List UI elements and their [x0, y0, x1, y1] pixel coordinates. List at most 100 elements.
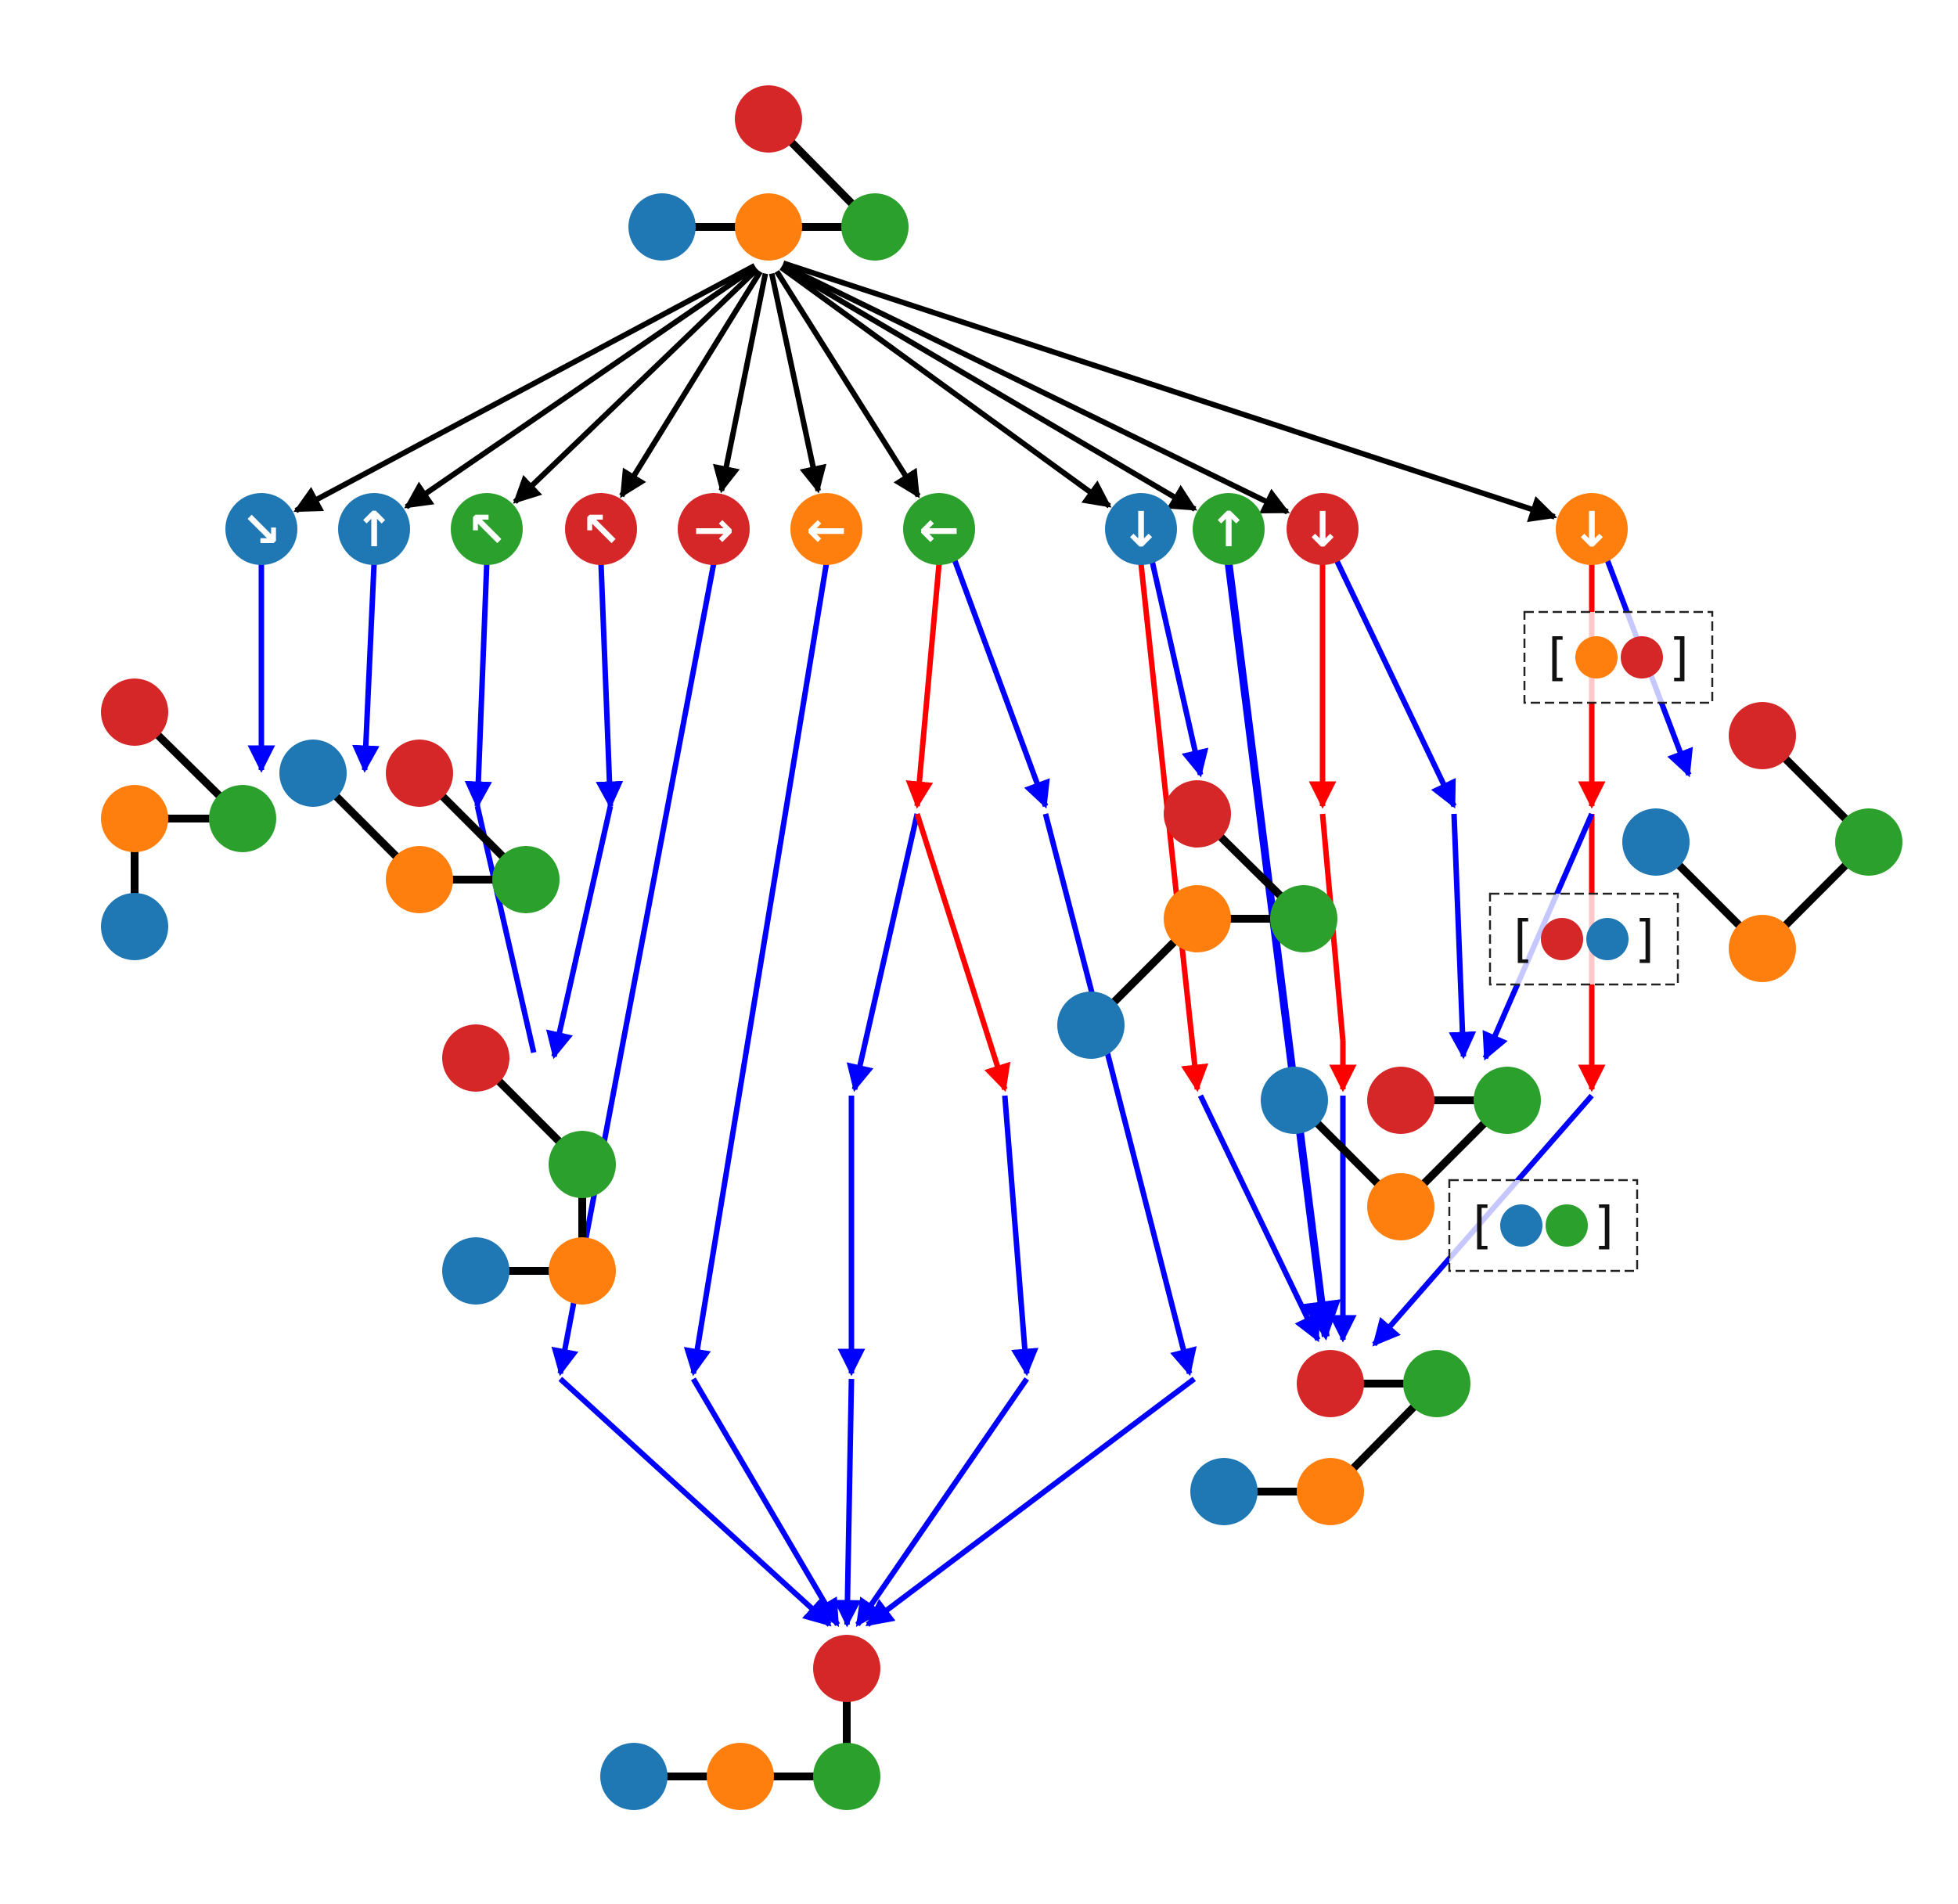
- final-product-orange-atom: [707, 1743, 774, 1810]
- bracket-box-3: [1448, 1179, 1639, 1272]
- move-glyph-6: ←: [806, 501, 847, 558]
- bracket-2-red-atom: [1541, 918, 1583, 960]
- intermediate-b-red-atom: [1164, 780, 1231, 848]
- move-arrow-3: [513, 267, 760, 504]
- path-6-a: [683, 563, 830, 1377]
- product-left-green-atom: [209, 785, 276, 852]
- path-7-e: [1042, 813, 1103, 1026]
- move-arrow-6: [768, 272, 827, 494]
- move-node-8: [1105, 493, 1177, 565]
- product-right-b-orange-atom: [1297, 1458, 1364, 1525]
- intermediate-a-orange-atom: [549, 1237, 616, 1305]
- move-arrow-2: [404, 265, 758, 509]
- intermediate-c-blue-atom: [1261, 1067, 1328, 1134]
- intermediate-a-green-atom: [549, 1131, 616, 1198]
- move-glyph-5: →: [693, 501, 734, 558]
- move-glyph-2: ↑: [354, 501, 394, 558]
- converge-arrow-2: [690, 1377, 840, 1628]
- move-node-1: [225, 493, 297, 565]
- product-right-b-red-atom: [1297, 1350, 1364, 1417]
- move-node-9: [1193, 493, 1265, 565]
- move-arrow-5: [713, 272, 768, 494]
- atoms-layer: ↘ ↑ ↖ ↖ → ← ← ↓ ↑ ↓ ↓: [101, 85, 1902, 1810]
- move-node-11: [1556, 493, 1628, 565]
- bracket-box-2: [1488, 892, 1679, 986]
- intermediate-a-blue-atom: [442, 1237, 509, 1305]
- product-mid-left-blue-atom: [279, 740, 347, 807]
- move-node-3: [451, 493, 523, 565]
- bracket-2-blue-atom: [1586, 918, 1629, 960]
- intermediate-b-orange-atom: [1164, 885, 1231, 952]
- edges-layer: [247, 260, 1693, 1628]
- move-glyph-11: ↓: [1571, 501, 1612, 558]
- path-9-a: [1002, 1095, 1038, 1377]
- move-glyph-8: ↓: [1121, 501, 1161, 558]
- intermediate-c-orange-atom: [1367, 1173, 1434, 1240]
- product-far-right-red-atom: [1729, 702, 1796, 769]
- move-glyph-1: ↘: [241, 501, 282, 558]
- path-12-f: [1449, 813, 1477, 1060]
- final-product-blue-atom: [600, 1743, 668, 1810]
- product-left-blue-atom: [101, 893, 168, 960]
- product-far-right-blue-atom: [1622, 808, 1690, 876]
- intermediate-c-red-atom: [1367, 1067, 1434, 1134]
- bracket-box-1: [1523, 610, 1714, 704]
- final-product-red-atom: [813, 1635, 880, 1702]
- converge-arrow-4: [855, 1377, 1029, 1627]
- product-mid-left-green-atom: [492, 846, 560, 913]
- move-glyph-3: ↖: [466, 501, 507, 558]
- intermediate-a-red-atom: [442, 1024, 509, 1092]
- path-7-c: [914, 812, 1011, 1092]
- move-glyph-4: ↖: [581, 501, 621, 558]
- product-left-red-atom: [101, 678, 168, 746]
- bracket-open-1: [: [1548, 629, 1567, 687]
- path-11-a: [1225, 563, 1341, 1341]
- product-right-b-green-atom: [1403, 1350, 1470, 1417]
- move-arrow-10: [781, 262, 1290, 515]
- final-product-green-atom: [813, 1743, 880, 1810]
- move-arrow-7: [774, 270, 921, 498]
- move-arrow-11: [782, 260, 1557, 523]
- bracket-3-green-atom: [1546, 1204, 1588, 1247]
- move-arrow-8: [779, 265, 1112, 509]
- bracket-boxes-layer: [][][]: [1448, 610, 1714, 1272]
- bracket-close-1: ]: [1669, 629, 1689, 687]
- root-molecule-orange-atom: [735, 193, 802, 261]
- bracket-open-3: [: [1473, 1197, 1492, 1255]
- move-glyph-9: ↑: [1208, 501, 1249, 558]
- product-right-b-blue-atom: [1190, 1458, 1258, 1525]
- root-molecule-green-atom: [841, 193, 909, 261]
- move-node-5: [678, 493, 750, 565]
- path-2-a: [351, 563, 380, 773]
- path-10-b: [1149, 560, 1209, 778]
- move-node-4: [565, 493, 637, 565]
- move-node-6: [790, 493, 862, 565]
- product-far-right-orange-atom: [1729, 915, 1796, 982]
- root-molecule-red-atom: [735, 85, 802, 153]
- product-far-right-green-atom: [1835, 808, 1902, 876]
- bracket-open-2: [: [1513, 911, 1533, 969]
- move-glyph-7: ←: [919, 501, 959, 558]
- product-mid-left-red-atom: [386, 740, 453, 807]
- path-3-a: [464, 563, 492, 809]
- move-arrow-9: [780, 264, 1197, 512]
- bracket-3-blue-atom: [1500, 1204, 1542, 1247]
- intermediate-b-blue-atom: [1057, 992, 1125, 1059]
- path-7-d: [952, 559, 1050, 809]
- intermediate-c-green-atom: [1474, 1067, 1541, 1134]
- path-7-f: [1097, 1024, 1197, 1377]
- bracket-close-3: ]: [1594, 1197, 1614, 1255]
- path-12-e: [1334, 559, 1457, 809]
- move-arrow-4: [619, 270, 763, 498]
- path-10-c: [1197, 1094, 1321, 1343]
- product-left-orange-atom: [101, 785, 168, 852]
- intermediate-b-green-atom: [1270, 885, 1337, 952]
- path-4-b: [545, 805, 614, 1060]
- move-node-10: [1287, 493, 1359, 565]
- converge-arrow-1: [558, 1377, 832, 1627]
- path-3-b: [474, 805, 537, 1053]
- move-node-2: [338, 493, 410, 565]
- move-glyph-10: ↓: [1302, 501, 1343, 558]
- bracket-1-red-atom: [1621, 636, 1663, 678]
